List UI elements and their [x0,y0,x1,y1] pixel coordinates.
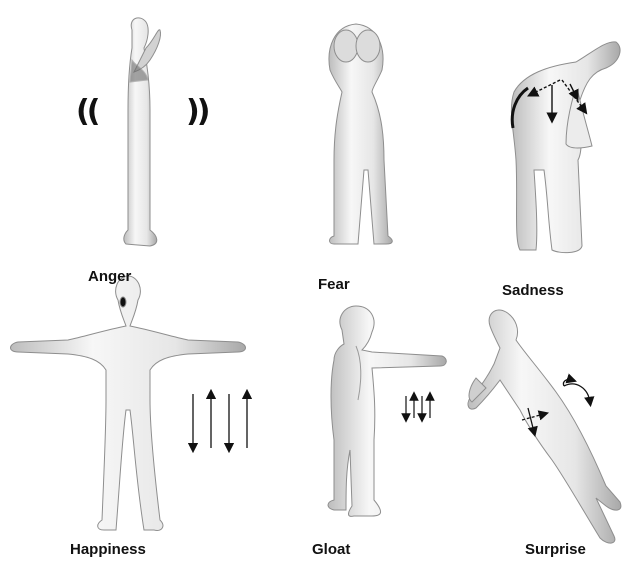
sadness-figure [511,42,620,253]
label-happiness: Happiness [70,541,146,558]
label-fear: Fear [318,276,350,293]
happiness-motion-arrows [193,394,247,448]
anger-figure [124,18,161,246]
label-sadness: Sadness [502,282,564,299]
label-anger: Anger [88,268,131,285]
label-surprise: Surprise [525,541,586,558]
anger-motion-mark-right: )) [186,94,207,129]
surprise-figure [468,310,621,543]
gloat-figure [328,306,446,516]
label-gloat: Gloat [312,541,350,558]
anger-motion-mark-left: (( [76,94,97,129]
happiness-figure [11,276,246,530]
gloat-motion-arrows [406,396,430,418]
fear-figure [329,24,392,244]
